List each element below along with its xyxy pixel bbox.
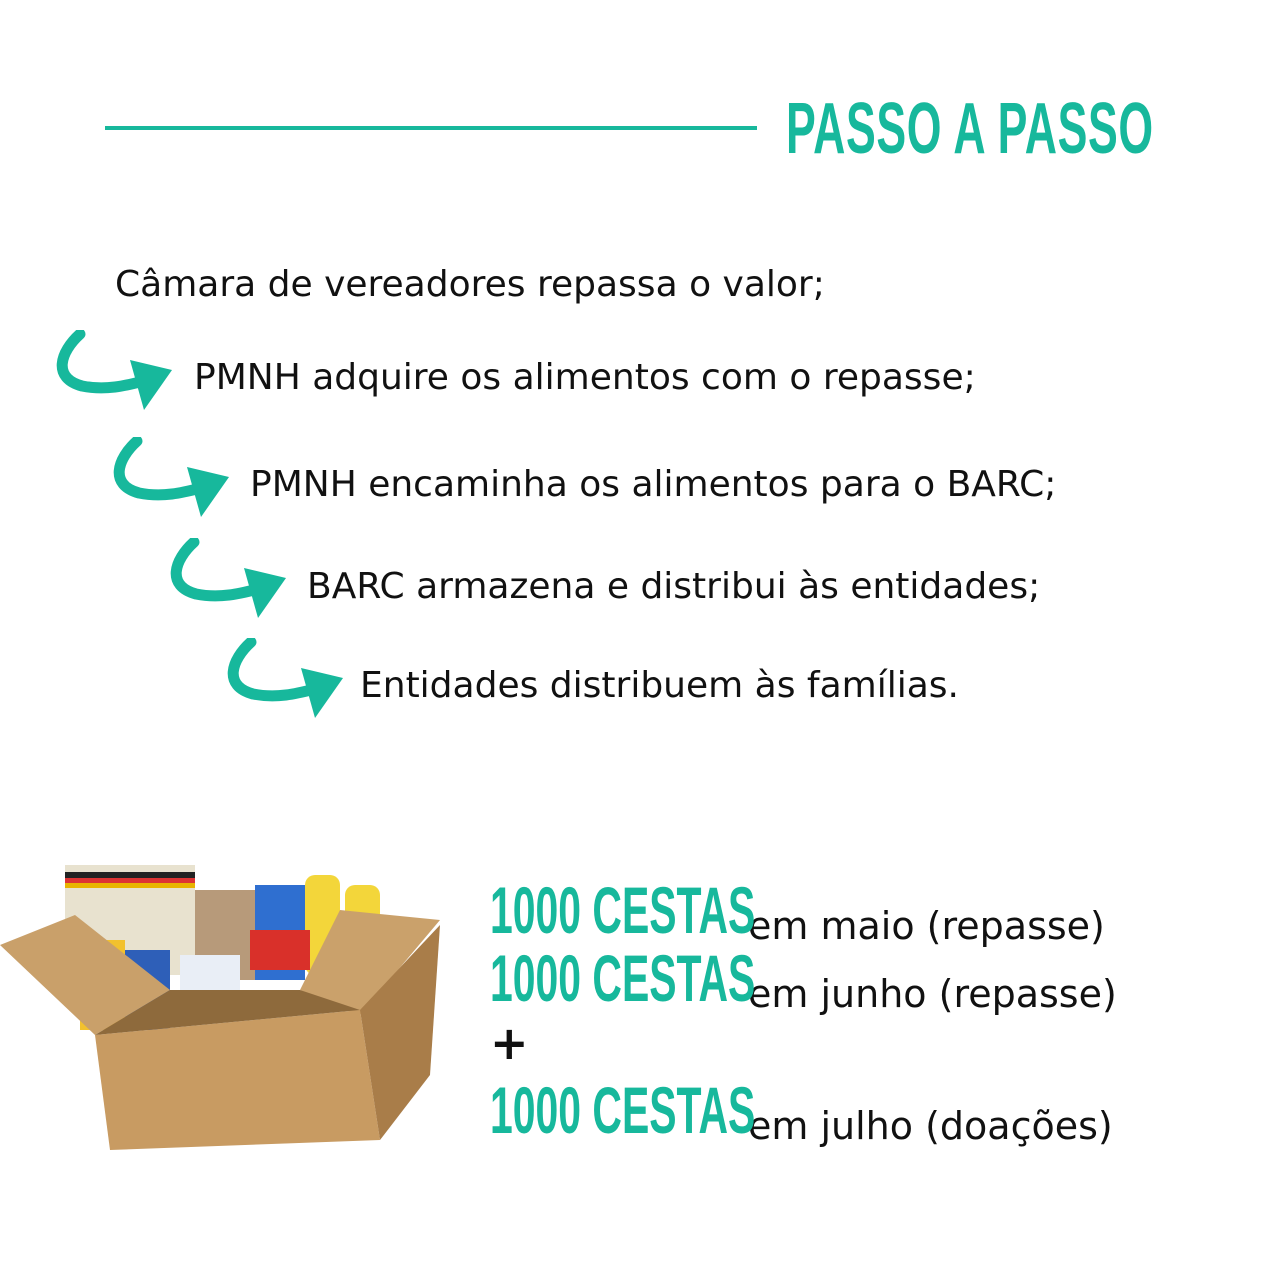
curved-arrow-icon — [113, 437, 229, 517]
stat-amount: 1000 CESTAS — [490, 941, 756, 1015]
stat-amount: 1000 CESTAS — [490, 873, 756, 947]
step-4: BARC armazena e distribui às entidades; — [307, 566, 1041, 607]
curved-arrow-icon — [170, 538, 286, 618]
plus-sign: + — [490, 1016, 529, 1070]
step-1: Câmara de vereadores repassa o valor; — [115, 264, 825, 305]
curved-arrow-icon — [227, 638, 343, 718]
step-3: PMNH encaminha os alimentos para o BARC; — [250, 464, 1057, 505]
page-title: PASSO A PASSO — [786, 89, 1154, 169]
step-5: Entidades distribuem às famílias. — [360, 665, 959, 706]
curved-arrow-icon — [56, 330, 172, 410]
title-rule — [105, 126, 757, 130]
food-basket-box-image — [0, 865, 440, 1150]
stat-june: 1000 CESTASem junho (repasse) — [490, 940, 1117, 1016]
stat-may: 1000 CESTASem maio (repasse) — [490, 872, 1105, 948]
stat-text: em maio (repasse) — [748, 904, 1105, 948]
stat-july: 1000 CESTASem julho (doações) — [490, 1072, 1113, 1148]
step-2: PMNH adquire os alimentos com o repasse; — [194, 357, 976, 398]
stat-amount: 1000 CESTAS — [490, 1073, 756, 1147]
stat-text: em junho (repasse) — [748, 972, 1117, 1016]
stat-text: em julho (doações) — [748, 1104, 1113, 1148]
